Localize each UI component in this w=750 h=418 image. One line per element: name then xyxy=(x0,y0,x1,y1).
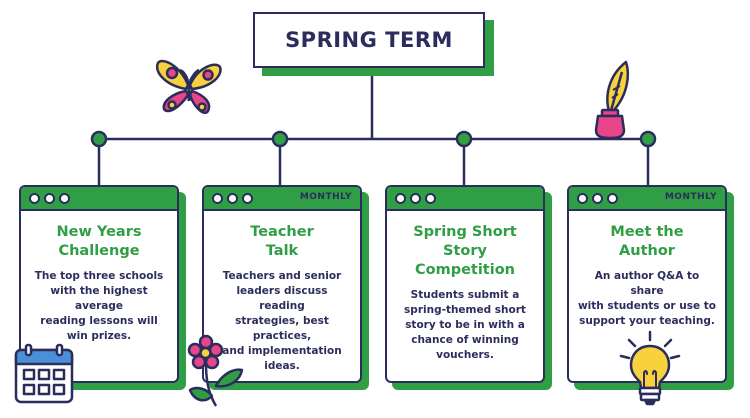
card-text: An author Q&A to share with students or … xyxy=(577,270,716,327)
calendar-icon xyxy=(14,343,74,404)
card-badge: MONTHLY xyxy=(299,192,352,202)
page-title: SPRING TERM xyxy=(253,12,485,68)
window-dot-icon xyxy=(59,192,70,204)
card-badge: MONTHLY xyxy=(664,192,717,202)
card-text: Students submit a spring-themed short st… xyxy=(404,289,526,361)
card-teacher-talk: MONTHLY Teacher Talk Teachers and senior… xyxy=(202,185,369,390)
window-dot-icon xyxy=(395,192,406,204)
butterfly-icon xyxy=(155,59,222,114)
window-dot-icon xyxy=(577,192,588,204)
card-body: New Years Challenge The top three school… xyxy=(19,185,179,383)
card-header xyxy=(387,187,543,211)
card-body: MONTHLY Teacher Talk Teachers and senior… xyxy=(202,185,362,383)
ink-quill-icon xyxy=(594,60,630,140)
card-title: Meet the Author xyxy=(610,224,684,259)
card-text: Teachers and senior leaders discuss read… xyxy=(222,270,342,372)
card-title: Teacher Talk xyxy=(250,224,314,259)
card-title: New Years Challenge xyxy=(56,224,142,259)
window-dot-icon xyxy=(607,192,618,204)
window-dot-icon xyxy=(212,192,223,204)
window-dot-icon xyxy=(592,192,603,204)
window-dot-icon xyxy=(227,192,238,204)
card-spring-short-story: Spring Short Story Competition Students … xyxy=(385,185,552,390)
flower-icon xyxy=(187,334,244,407)
window-dot-icon xyxy=(242,192,253,204)
lightbulb-icon xyxy=(619,330,681,406)
card-title: Spring Short Story Competition xyxy=(413,224,517,278)
card-header: MONTHLY xyxy=(569,187,725,211)
window-dot-icon xyxy=(410,192,421,204)
window-dot-icon xyxy=(44,192,55,204)
connector-nodes xyxy=(90,130,657,148)
card-header xyxy=(21,187,177,211)
title-box: SPRING TERM xyxy=(253,12,494,76)
window-dot-icon xyxy=(29,192,40,204)
card-body: Spring Short Story Competition Students … xyxy=(385,185,545,383)
window-dot-icon xyxy=(425,192,436,204)
card-header: MONTHLY xyxy=(204,187,360,211)
card-text: The top three schools with the highest a… xyxy=(34,270,164,342)
